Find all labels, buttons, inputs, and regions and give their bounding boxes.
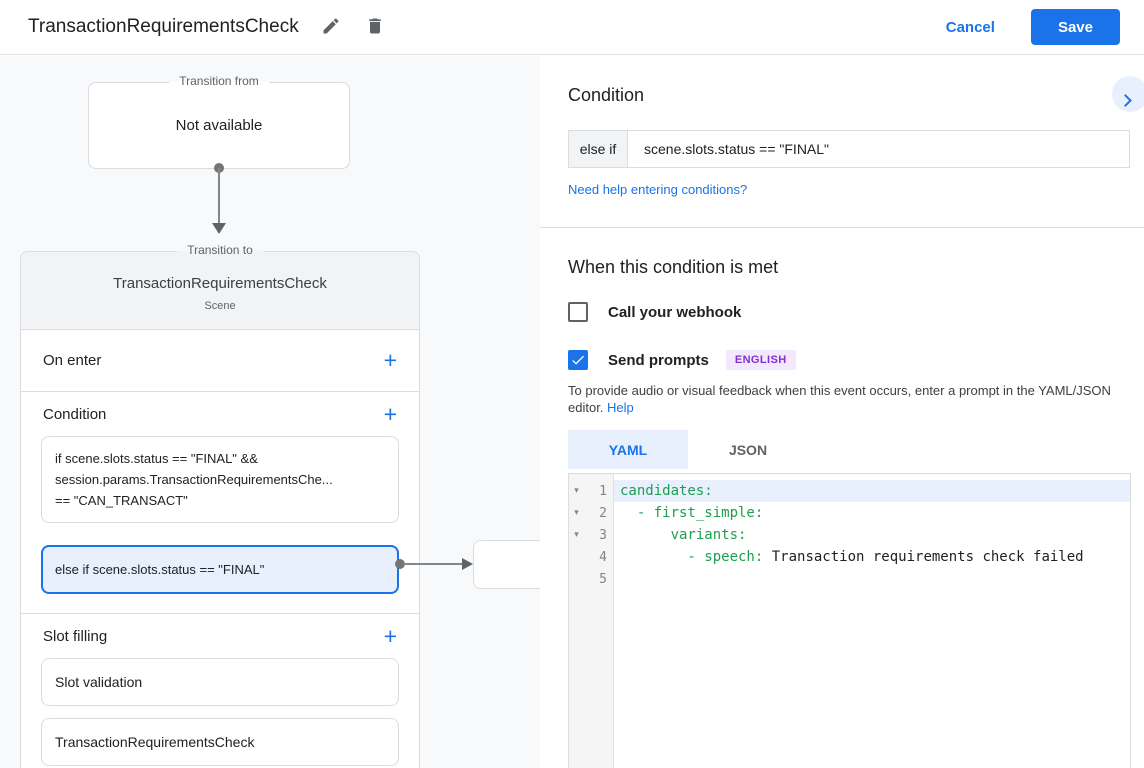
condition-section: Condition + if scene.slots.status == "FI…	[21, 392, 419, 614]
condition-section-header: Condition +	[21, 392, 419, 436]
delete-scene-button[interactable]	[363, 15, 387, 39]
slot-filling-section: Slot filling + Slot validation Transacti…	[21, 614, 419, 768]
send-prompts-row: Send prompts ENGLISH	[568, 350, 1144, 370]
condition-line: session.params.TransactionRequirementsCh…	[55, 472, 333, 487]
code-line: candidates:	[614, 480, 1130, 502]
save-button[interactable]: Save	[1030, 9, 1120, 45]
line-number: 2	[599, 505, 607, 521]
yaml-key: variants:	[620, 527, 747, 543]
code-line	[614, 568, 1130, 590]
connector-dot	[395, 559, 405, 569]
condition-item[interactable]: if scene.slots.status == "FINAL" && sess…	[41, 436, 399, 523]
transition-to-legend: Transition to	[177, 243, 263, 257]
trash-icon	[365, 16, 385, 39]
code-line: - speech: Transaction requirements check…	[614, 546, 1130, 568]
add-slot-button[interactable]: +	[383, 622, 397, 649]
webhook-row: Call your webhook	[568, 302, 1144, 322]
fold-arrow-icon[interactable]: ▾	[574, 486, 579, 496]
scene-type-label: Scene	[204, 300, 236, 312]
arrow-down-icon	[212, 223, 226, 234]
call-webhook-label: Call your webhook	[608, 303, 742, 321]
page-title: TransactionRequirementsCheck	[28, 16, 299, 37]
slot-filling-section-header: Slot filling +	[21, 614, 419, 658]
when-condition-met-title: When this condition is met	[568, 257, 779, 277]
else-if-prefix: else if	[569, 131, 628, 167]
editor-gutter: ▾ 1 ▾ 2 ▾ 3 4 5	[569, 474, 614, 768]
on-enter-label: On enter	[43, 352, 102, 369]
collapse-panel-button[interactable]	[1112, 76, 1144, 112]
yaml-key: candidates:	[620, 483, 713, 499]
gutter-row: 5	[569, 568, 613, 590]
code-line: variants:	[614, 524, 1130, 546]
arrow-right-icon	[462, 558, 473, 570]
line-number: 3	[599, 527, 607, 543]
condition-line: == "CAN_TRANSACT"	[55, 493, 188, 508]
line-number: 4	[599, 549, 607, 565]
condition-line: if scene.slots.status == "FINAL" &&	[55, 451, 258, 466]
gutter-row: ▾ 2	[569, 502, 613, 524]
line-number: 1	[599, 483, 607, 499]
tab-yaml[interactable]: YAML	[568, 430, 688, 469]
scene-name: TransactionRequirementsCheck	[113, 275, 327, 292]
transition-from-card: Transition from Not available	[88, 74, 350, 169]
yaml-editor: ▾ 1 ▾ 2 ▾ 3 4 5 candidates: - first_sim	[568, 473, 1131, 768]
chevron-right-icon	[1119, 93, 1132, 107]
condition-detail-panel: Condition else if Need help entering con…	[540, 56, 1144, 768]
yaml-key: - first_simple:	[620, 505, 764, 521]
prompt-description: To provide audio or visual feedback when…	[568, 382, 1128, 416]
conditions-help-link[interactable]: Need help entering conditions?	[568, 182, 748, 197]
slot-item-validation[interactable]: Slot validation	[41, 658, 399, 706]
condition-section-label: Condition	[43, 405, 107, 423]
line-number: 5	[599, 571, 607, 587]
gutter-row: ▾ 3	[569, 524, 613, 546]
gutter-row: 4	[569, 546, 613, 568]
fold-arrow-icon[interactable]: ▾	[574, 530, 579, 540]
panel-title: Condition	[568, 85, 645, 105]
tab-json[interactable]: JSON	[728, 441, 768, 458]
slot-item-transaction[interactable]: TransactionRequirementsCheck	[41, 718, 399, 766]
editor-tabs: YAML JSON	[568, 430, 1144, 469]
send-prompts-label: Send prompts	[608, 351, 709, 369]
gutter-row: ▾ 1	[569, 480, 613, 502]
yaml-value: Transaction requirements check failed	[763, 549, 1084, 565]
edit-title-button[interactable]	[319, 15, 343, 39]
editor-code-area[interactable]: candidates: - first_simple: variants: - …	[614, 474, 1130, 768]
prompt-description-text: To provide audio or visual feedback when…	[568, 383, 1111, 415]
condition-expression-row: else if	[568, 130, 1130, 168]
add-on-enter-button[interactable]: +	[383, 347, 397, 373]
slot-filling-label: Slot filling	[43, 627, 108, 645]
fold-arrow-icon[interactable]: ▾	[574, 508, 579, 518]
condition-line: else if scene.slots.status == "FINAL"	[55, 562, 265, 577]
flow-canvas: Transition from Not available Transition…	[0, 56, 540, 768]
pencil-icon	[321, 16, 341, 39]
send-prompts-checkbox[interactable]	[568, 350, 588, 370]
transition-from-legend: Transition from	[169, 74, 269, 88]
connector-line	[403, 563, 464, 565]
help-link[interactable]: Help	[607, 400, 634, 415]
call-webhook-checkbox[interactable]	[568, 302, 588, 322]
transition-target-node[interactable]	[473, 540, 540, 589]
scene-card-header: TransactionRequirementsCheck Scene	[21, 252, 419, 330]
app-header: TransactionRequirementsCheck Cancel Save	[0, 0, 1144, 55]
language-badge: ENGLISH	[725, 350, 796, 370]
transition-from-content: Not available	[175, 117, 263, 134]
cancel-button[interactable]: Cancel	[945, 18, 995, 36]
add-condition-button[interactable]: +	[383, 400, 397, 427]
connector-line	[218, 168, 220, 224]
code-line: - first_simple:	[614, 502, 1130, 524]
transition-to-card: Transition to TransactionRequirementsChe…	[20, 243, 420, 768]
condition-item-selected[interactable]: else if scene.slots.status == "FINAL"	[41, 545, 399, 594]
panel-divider	[540, 227, 1144, 228]
on-enter-row: On enter +	[21, 330, 419, 392]
condition-expression-input[interactable]	[628, 131, 1129, 167]
yaml-key: - speech:	[620, 549, 764, 565]
